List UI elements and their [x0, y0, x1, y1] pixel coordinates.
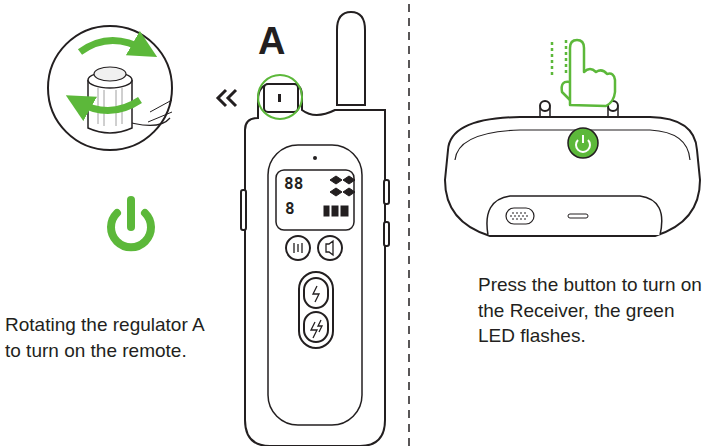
lcd-digits: 88	[284, 176, 303, 192]
instruction-text: Press the button to turn on the Receiver…	[478, 272, 706, 349]
instruction-text: Rotating the regulator A to turn on the …	[5, 312, 223, 363]
knob-zoom	[48, 26, 172, 150]
lcd-digit: 8	[285, 201, 295, 217]
pointer-chevrons	[218, 90, 236, 106]
divider	[408, 4, 410, 446]
pointing-hand	[552, 40, 615, 106]
receiver	[445, 101, 700, 236]
part-letter: A	[258, 22, 285, 60]
remote	[241, 12, 389, 446]
power-icon	[111, 200, 151, 247]
